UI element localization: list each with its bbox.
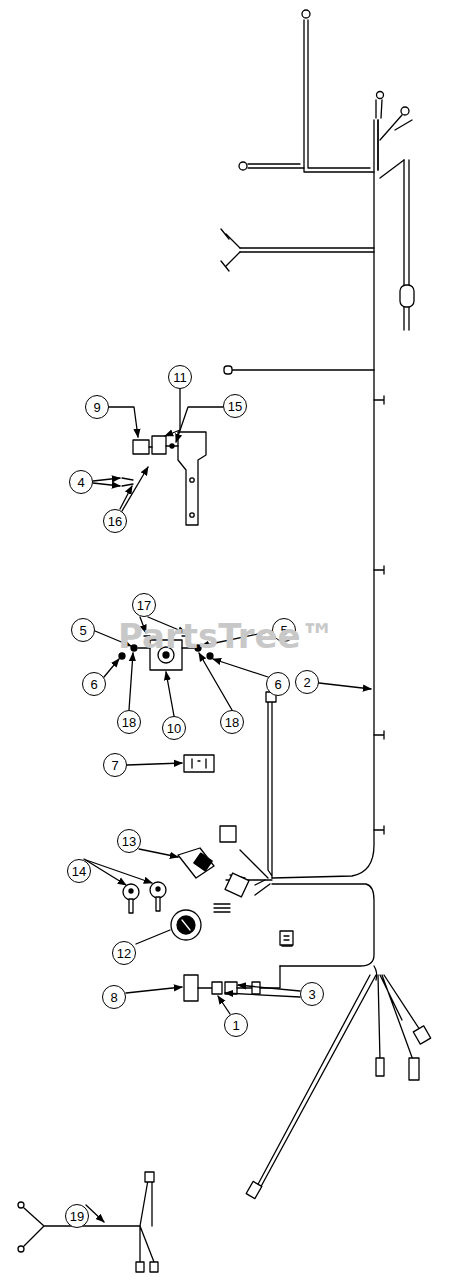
callout-number: 13 [122, 835, 136, 848]
callout-circle: 5 [71, 618, 95, 642]
seat-switch-parts [122, 432, 206, 525]
callout-number: 9 [93, 401, 100, 414]
callout-number: 15 [228, 400, 242, 413]
callout-number: 16 [108, 515, 122, 528]
switch-connector-parts [184, 931, 293, 1001]
callout-number: 3 [308, 988, 315, 1001]
callout-number: 18 [225, 716, 239, 729]
callout-circle: 1 [224, 1013, 248, 1037]
callout-circle: 4 [69, 470, 93, 494]
callout-circle: 6 [266, 672, 290, 696]
callout-number: 5 [79, 624, 86, 637]
callout-number: 7 [111, 759, 118, 772]
callout-circle: 14 [67, 859, 91, 883]
plate-part [184, 755, 214, 772]
callout-circle: 6 [82, 672, 106, 696]
callout-circle: 11 [168, 365, 192, 389]
callout-circle: 2 [295, 670, 319, 694]
relay-part [178, 848, 249, 912]
callout-number: 10 [167, 722, 181, 735]
callout-circle: 7 [103, 753, 127, 777]
callout-number: 2 [303, 676, 310, 689]
callout-circle: 8 [102, 985, 126, 1009]
callout-number: 6 [90, 678, 97, 691]
callout-circle: 18 [117, 710, 141, 734]
callout-circle: 19 [65, 1204, 89, 1228]
callout-number: 12 [117, 947, 131, 960]
callout-number: 4 [77, 476, 84, 489]
callout-number: 1 [232, 1019, 239, 1032]
watermark: PartsTree™ [118, 616, 335, 656]
callout-circle: 10 [162, 716, 186, 740]
jumper-harness [18, 1172, 158, 1272]
callout-circle: 12 [112, 941, 136, 965]
callout-number: 11 [173, 371, 187, 384]
callout-number: 14 [72, 865, 86, 878]
callout-number: 17 [137, 599, 151, 612]
callout-circle: 9 [85, 395, 109, 419]
callout-circle: 18 [220, 710, 244, 734]
callout-number: 19 [70, 1210, 84, 1223]
callout-circle: 15 [223, 394, 247, 418]
callout-circle: 16 [103, 509, 127, 533]
harness-trunk [220, 10, 431, 1199]
leader-lines [84, 389, 371, 1222]
key-switch [171, 910, 201, 940]
callout-circle: 3 [300, 982, 324, 1006]
callout-number: 18 [122, 716, 136, 729]
callout-circle: 13 [117, 829, 141, 853]
keys [123, 882, 166, 913]
callout-number: 8 [110, 991, 117, 1004]
callout-circle: 17 [132, 593, 156, 617]
callout-number: 6 [274, 678, 281, 691]
